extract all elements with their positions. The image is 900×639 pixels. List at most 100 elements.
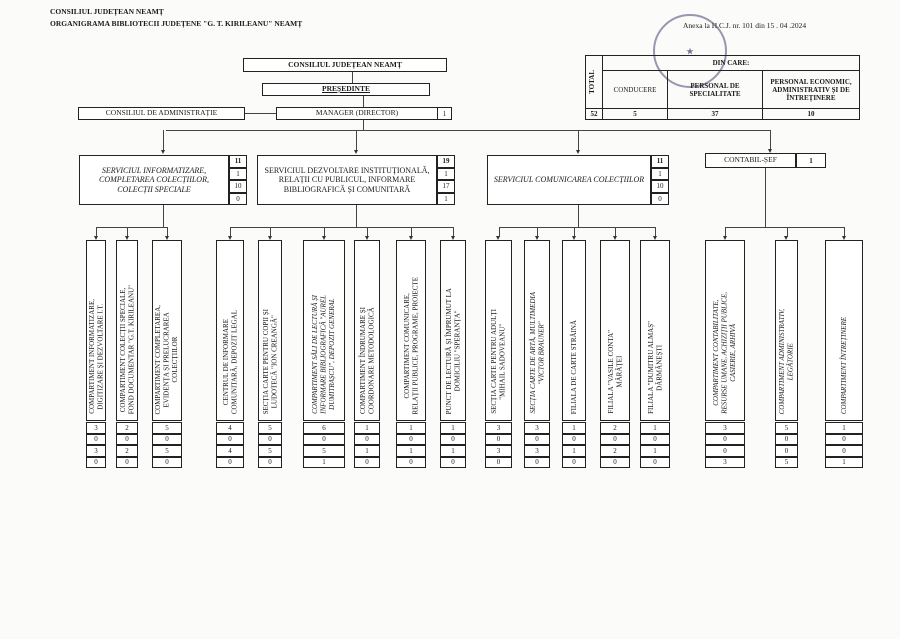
connector [498, 227, 500, 237]
compartment-count: 0 [775, 445, 798, 457]
compartment-count: 0 [152, 456, 182, 468]
manager-count: 1 [437, 107, 452, 120]
compartment-label: FILIALA "DUMITRU ALMAȘ" DĂRMĂNEȘTI [646, 321, 663, 414]
compartment-count: 5 [258, 422, 282, 434]
compartment-box: COMPARTIMENT CONTABILITATE, RESURSE UMAN… [705, 240, 745, 421]
compartment-label: COMPARTIMENT COLECȚII SPECIALE, FOND DOC… [118, 284, 135, 414]
connector [786, 227, 788, 237]
service-count: 10 [229, 180, 247, 193]
compartment-count: 0 [152, 433, 182, 445]
compartment-count: 4 [216, 422, 244, 434]
connector [578, 205, 579, 227]
arrow-down-icon [93, 236, 98, 240]
connector-bus [725, 227, 844, 228]
service-count: 11 [651, 155, 669, 168]
service-box: SERVICIUL INFORMATIZARE, COMPLETAREA COL… [79, 155, 229, 205]
compartment-box: CENTRUL DE INFORMARE COMUNITARĂ, DEPOZIT… [216, 240, 244, 421]
compartment-count: 0 [354, 456, 380, 468]
compartment-count: 4 [216, 445, 244, 457]
arrow-down-icon [321, 236, 326, 240]
connector [411, 227, 412, 237]
service-count: 0 [229, 192, 247, 205]
compartment-count: 5 [152, 422, 182, 434]
compartment-label: FILIALA DE CARTE STRĂINĂ [569, 319, 578, 414]
specialitate-header: PERSONAL DE SPECIALITATE [667, 70, 763, 109]
connector [725, 227, 726, 237]
connector [230, 227, 231, 237]
compartment-box: COMPARTIMENT COMUNICARE, RELAȚII PUBLICE… [396, 240, 426, 421]
compartment-count: 2 [116, 422, 138, 434]
connector [127, 227, 128, 237]
compartment-box: COMPARTIMENT COLECȚII SPECIALE, FOND DOC… [116, 240, 138, 421]
arrow-down-icon [652, 236, 657, 240]
compartment-count: 0 [440, 433, 466, 445]
connector [356, 130, 357, 151]
service-count: 0 [651, 192, 669, 205]
arrow-down-icon [612, 236, 617, 240]
service-box: SERVICIUL COMUNICAREA COLECȚIILOR [487, 155, 651, 205]
compartment-count: 1 [440, 445, 466, 457]
connector [844, 227, 845, 237]
chief-accountant-box: CONTABIL-ȘEF [705, 153, 796, 168]
compartment-label: CENTRUL DE INFORMARE COMUNITARĂ, DEPOZIT… [221, 309, 238, 414]
arrow-down-icon [576, 150, 580, 154]
compartment-label: COMPARTIMENT ADMINISTRATIV, LEGĂTORIE [778, 308, 795, 414]
total-header: TOTAL [588, 70, 596, 94]
arrow-down-icon [408, 236, 413, 240]
compartment-box: COMPARTIMENT ÎNDRUMARE ȘI COORDONARE MET… [354, 240, 380, 421]
service-count: 1 [437, 192, 455, 205]
arrow-down-icon [722, 236, 727, 240]
document-title: ORGANIGRAMA BIBLIOTECII JUDEȚENE "G. T. … [50, 19, 303, 28]
compartment-box: SECȚIA CARTE PENTRU ADULȚI "MIHAIL SADOV… [485, 240, 512, 421]
connector [453, 227, 454, 237]
compartment-count: 3 [485, 445, 512, 457]
compartment-count: 5 [303, 445, 345, 457]
specialitate-value: 37 [667, 108, 763, 120]
compartment-label: COMPARTIMENT CONTABILITATE, RESURSE UMAN… [712, 292, 738, 414]
compartment-count: 0 [396, 433, 426, 445]
compartment-count: 0 [640, 456, 670, 468]
service-count: 1 [437, 167, 455, 180]
compartment-label: COMPARTIMENT COMUNICARE, RELAȚII PUBLICE… [402, 276, 419, 414]
connector [537, 227, 538, 237]
compartment-count: 0 [116, 433, 138, 445]
connector [245, 113, 276, 114]
connector [167, 227, 168, 237]
arrow-down-icon [161, 150, 165, 154]
compartment-count: 2 [600, 445, 630, 457]
compartment-label: COMPARTIMENT ÎNTREȚINERE [839, 316, 848, 414]
connector [356, 205, 357, 227]
connector [770, 130, 771, 150]
compartment-count: 0 [600, 456, 630, 468]
compartment-label: SECȚIA CARTE PENTRU ADULȚI "MIHAIL SADOV… [490, 309, 507, 414]
compartment-count: 1 [825, 422, 863, 434]
compartment-count: 0 [562, 433, 586, 445]
connector [270, 227, 271, 237]
compartment-count: 0 [86, 456, 106, 468]
compartment-count: 0 [705, 445, 745, 457]
compartment-box: COMPARTIMENT COMPLETAREA, EVIDENȚA ȘI PR… [152, 240, 182, 421]
arrow-down-icon [124, 236, 129, 240]
arrow-down-icon [364, 236, 369, 240]
connector-bus [230, 227, 453, 228]
connector [96, 227, 97, 237]
connector [363, 120, 364, 130]
compartment-label: SECȚIA CARTE PENTRU COPII ȘI LUDOTECĂ "I… [261, 308, 278, 414]
arrow-down-icon [450, 236, 455, 240]
service-count: 11 [229, 155, 247, 168]
annex-reference: Anexa la H.C.J. nr. 101 din 15 . 04 .202… [683, 21, 807, 30]
arrow-down-icon [841, 236, 846, 240]
service-count: 10 [651, 180, 669, 193]
compartment-label: COMPARTIMENT INFORMATIZARE, DIGITIZARE Ș… [87, 299, 104, 414]
compartment-box: COMPARTIMENT ÎNTREȚINERE [825, 240, 863, 421]
compartment-label: SECȚIA CARTE DE ARTĂ, MULTIMEDIA "VICTOR… [528, 292, 545, 414]
compartment-count: 0 [116, 456, 138, 468]
compartment-count: 0 [775, 433, 798, 445]
compartment-count: 0 [258, 456, 282, 468]
compartment-count: 0 [86, 433, 106, 445]
compartment-box: FILIALA "DUMITRU ALMAȘ" DĂRMĂNEȘTI [640, 240, 670, 421]
compartment-count: 0 [485, 433, 512, 445]
arrow-down-icon [164, 236, 169, 240]
connector [578, 130, 579, 151]
connector [363, 96, 364, 107]
